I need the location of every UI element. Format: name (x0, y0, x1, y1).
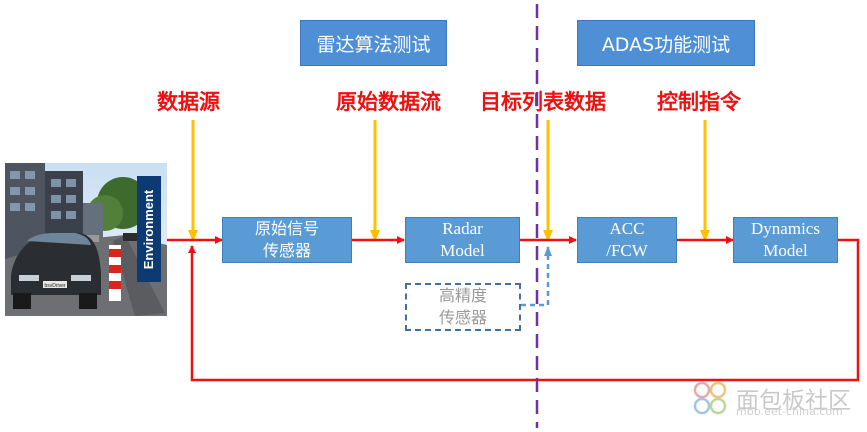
box-acc-fcw: ACC /FCW (577, 217, 677, 263)
watermark: 面包板社区 (690, 378, 851, 418)
box-radar-model-line2: Model (440, 241, 485, 260)
label-data-source: 数据源 (157, 90, 220, 114)
watermark-url: mbb.eet-china.com (736, 405, 843, 418)
box-high-precision-sensor: 高精度 传感器 (405, 283, 521, 331)
label-target-list-data: 目标列表数据 (480, 90, 606, 114)
box-high-precision-sensor-line2: 传感器 (438, 308, 487, 327)
box-dynamics-model-line2: Model (763, 241, 808, 260)
box-dynamics-model-line1: Dynamics (751, 219, 820, 238)
box-raw-signal-sensor-line2: 传感器 (262, 241, 311, 260)
box-acc-fcw-line2: /FCW (606, 241, 648, 260)
label-raw-data-stream: 原始数据流 (336, 90, 441, 114)
box-raw-signal-sensor: 原始信号 传感器 (222, 217, 352, 263)
box-radar-model-line1: Radar (442, 219, 483, 238)
box-dynamics-model: Dynamics Model (733, 217, 838, 263)
header-radar-algorithm-test: 雷达算法测试 (300, 20, 447, 66)
license-plate: bsvDriver (44, 283, 65, 289)
box-radar-model: Radar Model (405, 217, 520, 263)
header-adas-function-test: ADAS功能测试 (577, 20, 755, 66)
watermark-logo-icon (693, 381, 727, 415)
box-raw-signal-sensor-line1: 原始信号 (254, 219, 319, 238)
bypass-hd-sensor-to-target-list (521, 246, 552, 307)
box-acc-fcw-line1: ACC (609, 219, 645, 238)
environment-label-bar: Environment (137, 176, 161, 282)
label-control-command: 控制指令 (657, 90, 741, 114)
box-high-precision-sensor-line1: 高精度 (438, 286, 487, 305)
watermark-text: 面包板社区 (736, 388, 851, 414)
flow-feedback-loop (188, 238, 860, 382)
